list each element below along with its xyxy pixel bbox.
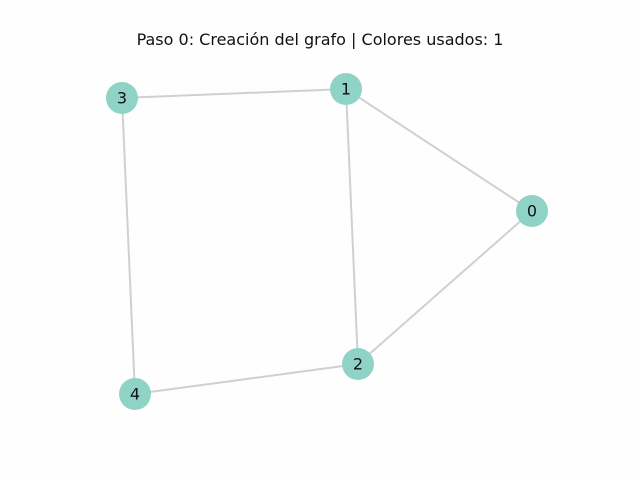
edge-1-0 <box>345 88 533 212</box>
node-circle-1 <box>330 73 362 105</box>
edge-2-4 <box>134 363 359 395</box>
node-circle-0 <box>516 195 548 227</box>
node-circle-2 <box>342 348 374 380</box>
node-label-4: 4 <box>130 385 140 404</box>
node-label-1: 1 <box>341 80 351 99</box>
node-circle-4 <box>119 378 151 410</box>
node-2: 2 <box>342 348 374 380</box>
node-label-0: 0 <box>527 202 537 221</box>
edge-3-4 <box>121 97 136 395</box>
node-circle-3 <box>106 82 138 114</box>
edge-1-2 <box>345 88 359 365</box>
node-4: 4 <box>119 378 151 410</box>
node-1: 1 <box>330 73 362 105</box>
node-label-3: 3 <box>117 89 127 108</box>
edge-0-2 <box>357 210 533 365</box>
node-3: 3 <box>106 82 138 114</box>
graph-title: Paso 0: Creación del grafo | Colores usa… <box>136 30 504 49</box>
nodes-layer: 0 1 2 3 4 <box>106 73 548 410</box>
edges-layer <box>121 88 533 395</box>
edge-1-3 <box>121 88 347 99</box>
node-label-2: 2 <box>353 355 363 374</box>
node-0: 0 <box>516 195 548 227</box>
